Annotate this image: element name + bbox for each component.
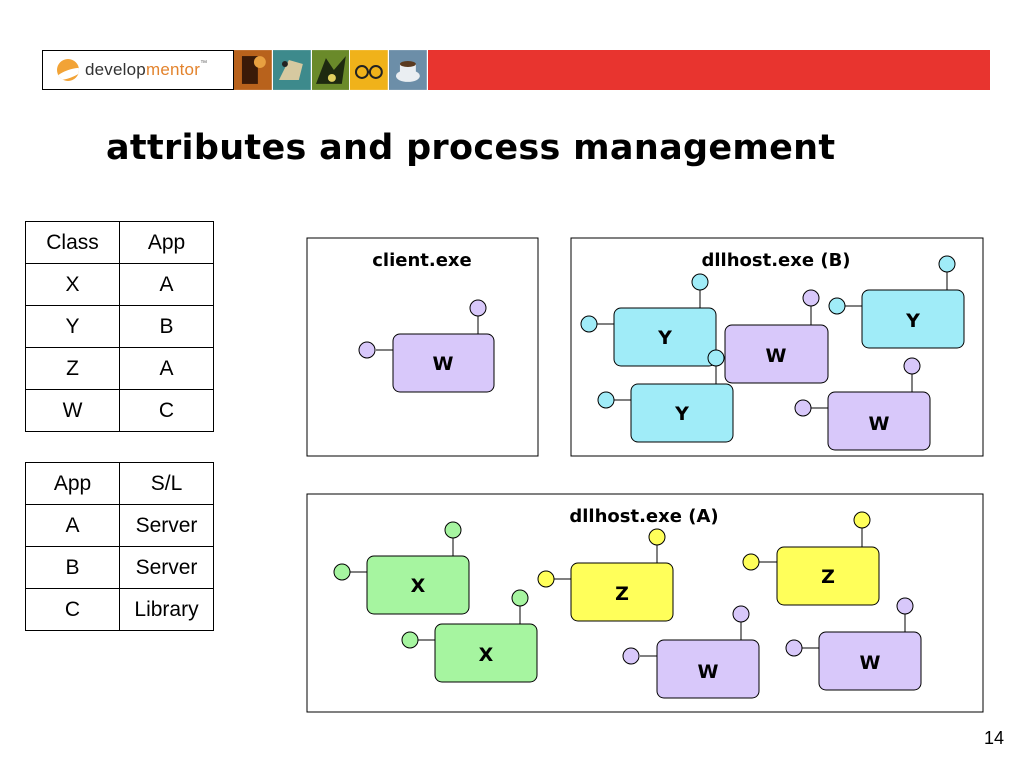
table-row: Y B	[25, 305, 214, 348]
header-cell-app: App	[119, 221, 214, 264]
component-w-b1: W	[724, 289, 829, 384]
component-z-a2: Z	[742, 511, 880, 606]
component-w-b2: W	[794, 357, 931, 451]
table-cell: A	[119, 263, 214, 306]
table-header-row: Class App	[25, 221, 214, 264]
component-y-b2: Y	[597, 349, 734, 443]
logo-mark-icon	[57, 59, 79, 81]
dllhost-a-label: dllhost.exe (A)	[569, 506, 718, 527]
table-row: W C	[25, 389, 214, 432]
banner-red-bar	[428, 50, 990, 90]
component-label: X	[479, 644, 494, 666]
component-z-a1: Z	[537, 528, 674, 622]
component-w-client: W	[358, 299, 495, 393]
component-w-a2: W	[785, 597, 922, 691]
header-cell-sl: S/L	[119, 462, 214, 505]
logo-trademark: ™	[200, 60, 208, 67]
header-banner: developmentor™	[42, 50, 990, 90]
table-cell: Server	[119, 504, 214, 547]
developmentor-logo: developmentor™	[42, 50, 234, 90]
table-cell: Y	[25, 305, 120, 348]
rider-picture-icon	[311, 50, 350, 90]
dllhost-b-label: dllhost.exe (B)	[701, 250, 850, 271]
table-cell: W	[25, 389, 120, 432]
table-cell: A	[119, 347, 214, 390]
table-row: A Server	[25, 504, 214, 547]
table-row: C Library	[25, 588, 214, 631]
component-label: W	[869, 413, 890, 435]
coffee-cup-picture-icon	[389, 50, 427, 90]
component-y-b3: Y	[828, 255, 965, 349]
logo-text-develop: develop	[85, 60, 146, 79]
table-cell: Library	[119, 588, 214, 631]
component-label: W	[433, 353, 454, 375]
component-label: Y	[674, 403, 689, 425]
table-header-row: App S/L	[25, 462, 214, 505]
component-x-a2: X	[401, 589, 538, 683]
horse-picture-icon	[272, 50, 311, 90]
logo-text-mentor: mentor	[145, 60, 201, 79]
component-label: Y	[905, 310, 920, 332]
header-cell-app: App	[25, 462, 120, 505]
table-row: X A	[25, 263, 214, 306]
page-number: 14	[983, 728, 1004, 748]
component-label: X	[411, 575, 426, 597]
component-w-a1: W	[622, 605, 760, 699]
app-server-library-table: App S/L A Server B Server C Library	[25, 462, 214, 631]
knight-picture-icon	[234, 50, 272, 90]
client-exe-label: client.exe	[372, 250, 472, 271]
table-row: Z A	[25, 347, 214, 390]
table-cell: C	[119, 389, 214, 432]
slide-title: attributes and process management	[106, 128, 836, 168]
component-label: Z	[615, 583, 629, 605]
component-label: Z	[821, 566, 835, 588]
table-cell: B	[119, 305, 214, 348]
header-cell-class: Class	[25, 221, 120, 264]
component-y-b1: Y	[580, 273, 717, 367]
component-label: W	[766, 345, 787, 367]
component-label: Y	[657, 327, 672, 349]
banner-picture-strip	[234, 50, 428, 90]
component-label: W	[860, 652, 881, 674]
glasses-picture-icon	[350, 50, 389, 90]
component-label: W	[698, 661, 719, 683]
class-app-table: Class App X A Y B Z A W C	[25, 221, 214, 432]
component-x-a1: X	[333, 521, 470, 615]
